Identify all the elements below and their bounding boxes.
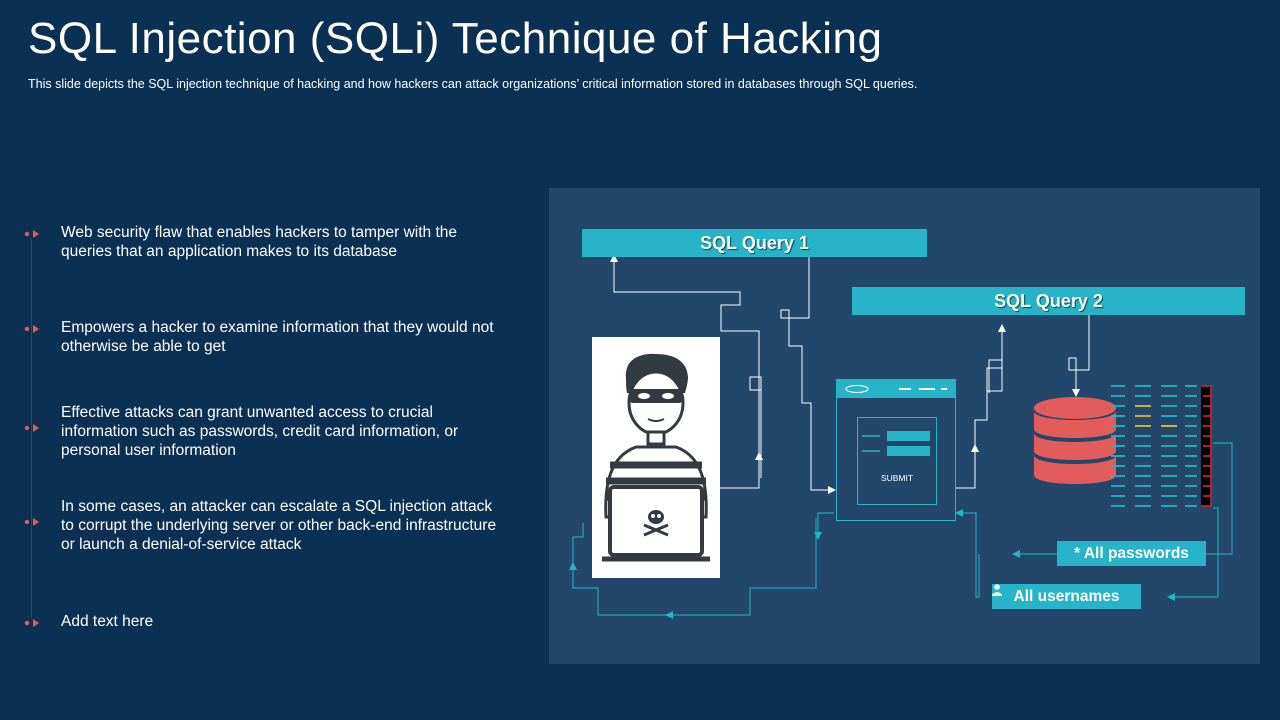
all-usernames-tag: All usernames [992,584,1141,609]
bullet-text: Add text here [61,613,154,630]
all-usernames-label: All usernames [1013,588,1120,605]
bullet-arrow-icon [24,424,39,432]
bullet-arrow-icon [24,230,39,238]
all-passwords-tag: * All passwords [1057,541,1206,566]
connector-lines [569,254,1233,619]
bullet-arrow-icon [24,325,39,333]
database-icon [1033,393,1117,493]
window-header [837,380,955,398]
bullet-list: Web security flaw that enables hackers t… [0,0,520,720]
bullet-arrow-icon [24,518,39,526]
bullet-text: Effective attacks can grant unwanted acc… [61,404,459,459]
bullet-text: Empowers a hacker to examine information… [61,319,494,355]
form-to-hacker-return-line [814,512,834,540]
hacker-figure [592,337,720,578]
bullet-text: Web security flaw that enables hackers t… [61,224,458,260]
data-records-icon [1111,384,1215,508]
bullet-arrow-icon [24,619,39,627]
hacker-to-query1-second-line [749,376,762,478]
return-to-hacker-line [665,518,817,619]
page-title: SQL Injection (SQLi) Technique of Hackin… [28,14,883,63]
query2-to-db-line [1068,315,1090,397]
results-to-form-line [955,509,980,598]
form-fields-icon [862,431,930,456]
page-subtitle: This slide depicts the SQL injection tec… [28,77,918,91]
user-icon [992,584,1002,596]
bullet-text: In some cases, an attacker can escalate … [61,498,497,553]
form-to-query2-upper-line [974,328,1002,448]
form-to-query2-line [956,444,979,489]
sql-injection-diagram: SQL Query 1 SQL Query 2 [549,188,1260,664]
sql-query-1-bar: SQL Query 1 [582,229,927,257]
hacker-to-query1-line [610,254,760,489]
sql-query-2-bar: SQL Query 2 [852,287,1245,315]
bullet-timeline-line [31,238,32,618]
window-controls-icon [845,385,947,393]
form-inner-box: SUBMIT [857,417,937,505]
web-form-window: SUBMIT [836,379,956,521]
submit-label: SUBMIT [880,473,914,483]
hacker-icon [602,353,710,562]
db-to-usernames-line [1167,507,1219,601]
query1-to-form-line [780,256,836,494]
